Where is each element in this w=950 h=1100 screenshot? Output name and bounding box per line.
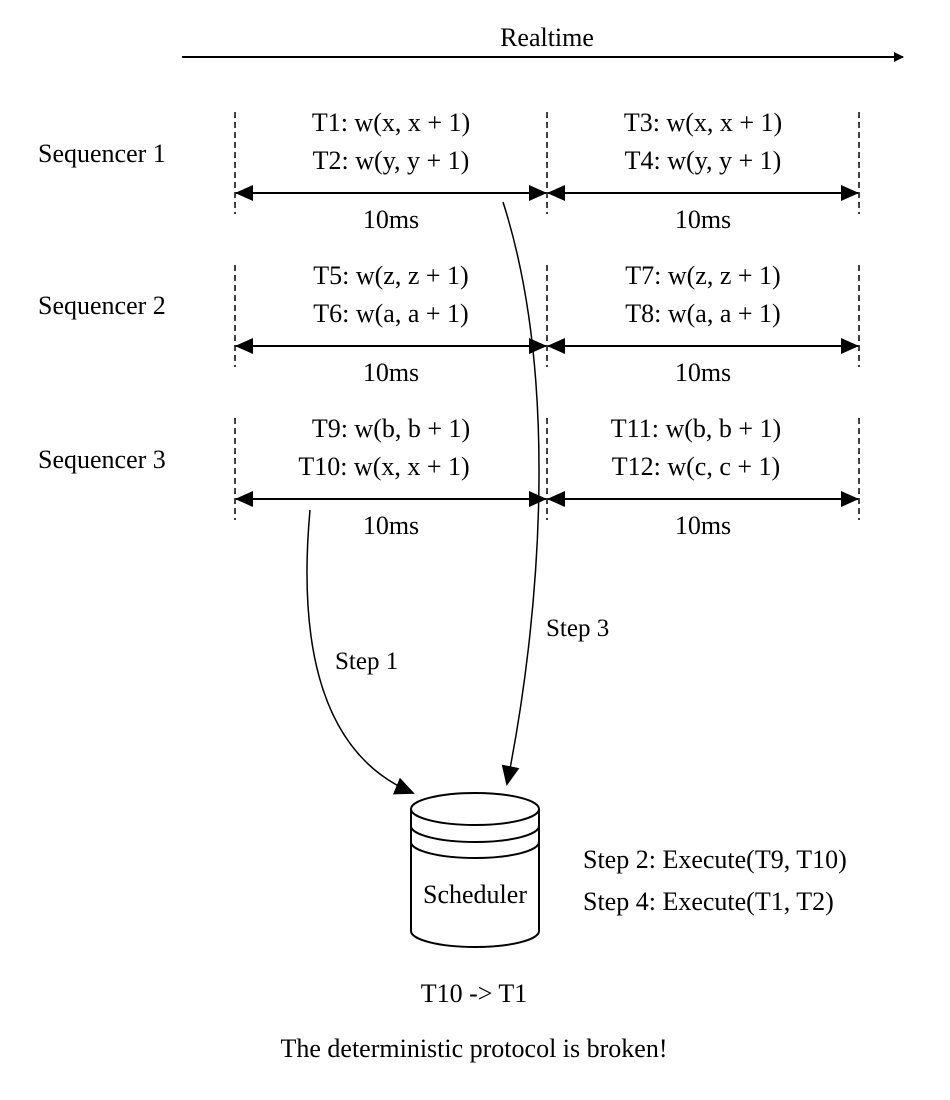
transaction-t7: T7: w(z, z + 1)	[625, 261, 780, 290]
scheduler-step-2: Step 2: Execute(T9, T10)	[583, 845, 847, 874]
duration-label: 10ms	[675, 358, 731, 387]
transaction-t5: T5: w(z, z + 1)	[313, 261, 468, 290]
sequencer-2-label: Sequencer 2	[38, 291, 166, 320]
transaction-t3: T3: w(x, x + 1)	[624, 108, 782, 137]
realtime-label: Realtime	[500, 23, 594, 52]
execution-order: T10 -> T1	[421, 979, 528, 1008]
transaction-t1: T1: w(x, x + 1)	[312, 108, 470, 137]
sequencer-3-label: Sequencer 3	[38, 445, 166, 474]
scheduler-database: Scheduler	[410, 792, 540, 948]
sequencer-1-row: Sequencer 1 T1: w(x, x + 1) T2: w(y, y +…	[38, 108, 860, 234]
sequencer-2-row: Sequencer 2 T5: w(z, z + 1) T6: w(a, a +…	[38, 261, 860, 387]
cylinder-body	[410, 809, 540, 948]
cylinder-top	[410, 792, 540, 826]
transaction-t2: T2: w(y, y + 1)	[313, 146, 470, 175]
transaction-t12: T12: w(c, c + 1)	[612, 452, 780, 481]
step-1-label: Step 1	[335, 648, 398, 675]
cylinder-ring	[410, 825, 540, 843]
step-3-label: Step 3	[546, 615, 609, 642]
duration-label: 10ms	[363, 358, 419, 387]
transaction-t4: T4: w(y, y + 1)	[625, 146, 782, 175]
step-1-flow-arrow	[306, 509, 415, 795]
duration-label: 10ms	[675, 205, 731, 234]
scheduler-label: Scheduler	[423, 880, 527, 909]
conclusion-text: The deterministic protocol is broken!	[280, 1034, 667, 1063]
sequencer-1-label: Sequencer 1	[38, 139, 166, 168]
sequencer-3-row: Sequencer 3 T9: w(b, b + 1) T10: w(x, x …	[38, 414, 860, 540]
transaction-t11: T11: w(b, b + 1)	[611, 414, 781, 443]
transaction-t8: T8: w(a, a + 1)	[625, 299, 780, 328]
duration-label: 10ms	[363, 205, 419, 234]
step-3-flow-arrow	[501, 201, 540, 786]
transaction-t10: T10: w(x, x + 1)	[298, 452, 469, 481]
cylinder-ring	[410, 841, 540, 859]
duration-label: 10ms	[675, 511, 731, 540]
scheduler-step-4: Step 4: Execute(T1, T2)	[583, 887, 834, 916]
duration-label: 10ms	[363, 511, 419, 540]
transaction-t6: T6: w(a, a + 1)	[313, 299, 468, 328]
transaction-t9: T9: w(b, b + 1)	[312, 414, 470, 443]
